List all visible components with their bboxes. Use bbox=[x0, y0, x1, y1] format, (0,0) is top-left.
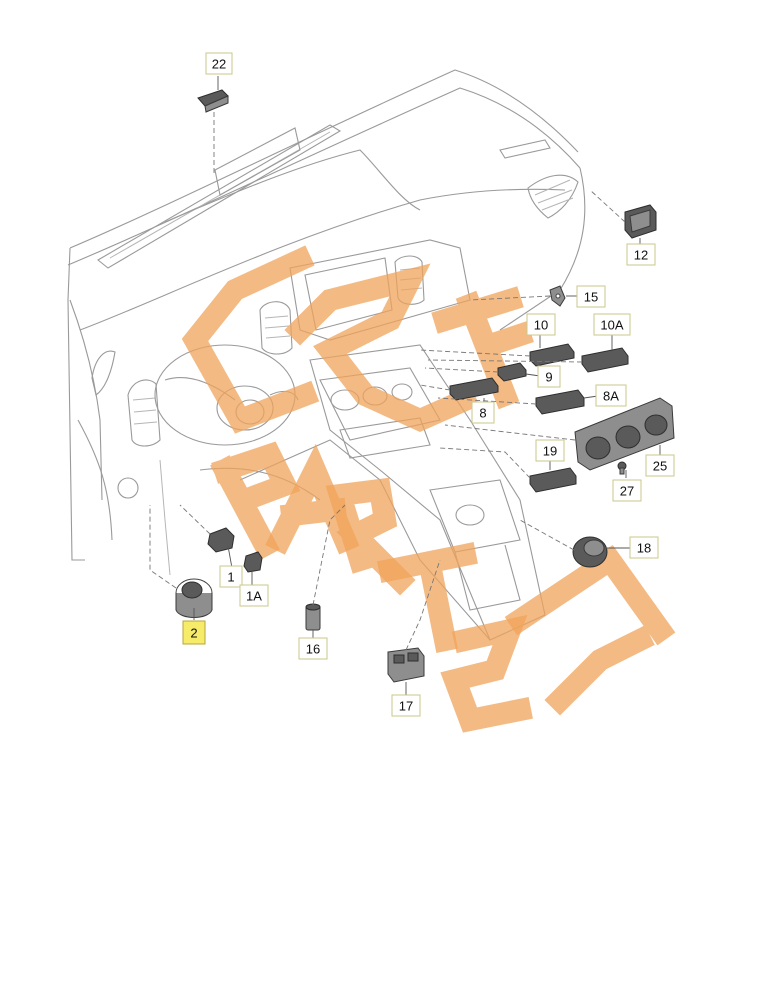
callout-2-text: 2 bbox=[190, 626, 197, 641]
callout-1-text: 1 bbox=[227, 570, 234, 585]
callout-27: 27 bbox=[612, 479, 642, 502]
part-19-icon bbox=[529, 467, 577, 493]
callout-10A-text: 10A bbox=[600, 318, 623, 333]
callout-9-text: 9 bbox=[545, 370, 552, 385]
part-15-icon bbox=[549, 285, 566, 307]
callout-1: 1 bbox=[219, 565, 243, 588]
part-10-icon bbox=[529, 343, 575, 367]
callout-17: 17 bbox=[391, 694, 421, 717]
callout-8: 8 bbox=[471, 401, 495, 424]
part-2-switch-icon bbox=[175, 578, 213, 618]
part-12-icon bbox=[624, 204, 657, 239]
callout-17-text: 17 bbox=[399, 699, 413, 714]
part-27-icon bbox=[617, 461, 627, 475]
part-1A-icon bbox=[243, 551, 263, 573]
callout-22: 22 bbox=[205, 52, 233, 75]
callout-9: 9 bbox=[537, 365, 561, 388]
callout-10-text: 10 bbox=[534, 318, 548, 333]
callout-27-text: 27 bbox=[620, 484, 634, 499]
callout-19: 19 bbox=[535, 439, 565, 462]
callout-1A: 1A bbox=[239, 584, 269, 607]
callout-8A: 8A bbox=[595, 384, 627, 407]
part-10A-icon bbox=[581, 347, 629, 373]
callout-25-text: 25 bbox=[653, 459, 667, 474]
callout-12: 12 bbox=[626, 243, 656, 266]
part-8-icon bbox=[449, 377, 499, 401]
gsf-parts-watermark bbox=[181, 245, 676, 733]
parts bbox=[175, 89, 675, 683]
part-22-icon bbox=[197, 89, 229, 113]
callout-10A: 10A bbox=[593, 313, 631, 336]
callout-15-text: 15 bbox=[584, 290, 598, 305]
callout-8-text: 8 bbox=[479, 406, 486, 421]
callout-19-text: 19 bbox=[543, 444, 557, 459]
callout-25: 25 bbox=[645, 454, 675, 477]
part-25-climate-control-icon bbox=[574, 397, 675, 471]
callout-18-text: 18 bbox=[637, 541, 651, 556]
callout-8A-text: 8A bbox=[603, 389, 619, 404]
part-9-icon bbox=[497, 362, 527, 382]
part-8A-icon bbox=[535, 389, 585, 415]
callout-22-text: 22 bbox=[212, 57, 226, 72]
callout-10: 10 bbox=[526, 313, 556, 336]
callout-18: 18 bbox=[629, 536, 659, 559]
callout-labels: 22 12 15 10 10A 9 8 8A bbox=[182, 52, 675, 717]
callout-1A-text: 1A bbox=[246, 589, 262, 604]
callout-12-text: 12 bbox=[634, 248, 648, 263]
part-16-icon bbox=[305, 603, 321, 631]
callout-2: 2 bbox=[182, 620, 206, 645]
part-17-icon bbox=[387, 647, 425, 683]
callout-16-text: 16 bbox=[306, 642, 320, 657]
part-18-icon bbox=[572, 536, 608, 568]
callout-15: 15 bbox=[576, 285, 606, 308]
part-1-icon bbox=[207, 527, 235, 553]
callout-16: 16 bbox=[298, 637, 328, 660]
